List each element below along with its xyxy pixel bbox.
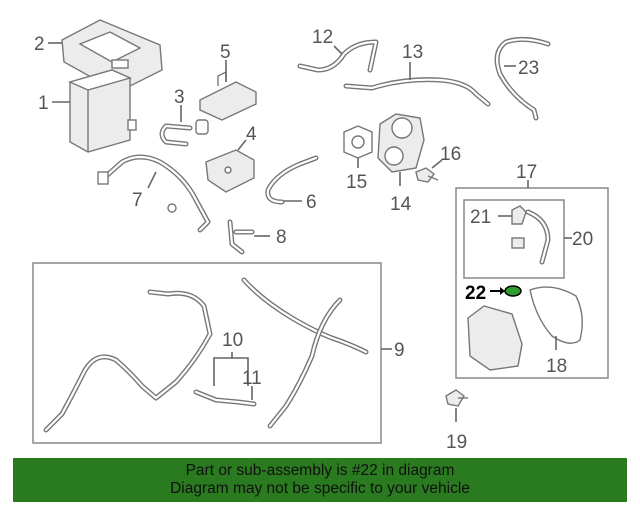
callout-21: 21 bbox=[470, 207, 491, 228]
part-3-hose: 3 bbox=[159, 87, 209, 147]
callout-1: 1 bbox=[38, 93, 49, 114]
part-2-bracket-plate: 2 bbox=[34, 19, 163, 93]
callout-6: 6 bbox=[306, 192, 317, 213]
callout-12: 12 bbox=[312, 27, 333, 48]
callout-13: 13 bbox=[402, 42, 423, 63]
assembly-9-box: 9 10 11 bbox=[32, 262, 405, 444]
part-22-seal: 22 bbox=[465, 283, 522, 304]
callout-17: 17 bbox=[516, 162, 537, 183]
callout-10: 10 bbox=[222, 330, 243, 351]
callout-15: 15 bbox=[346, 172, 367, 193]
callout-22: 22 bbox=[465, 283, 486, 304]
part-18-cover: 18 bbox=[467, 286, 583, 377]
part-16-bolt: 16 bbox=[415, 144, 461, 183]
part-4-bracket: 4 bbox=[205, 124, 257, 193]
part-12-hose: 12 bbox=[297, 27, 379, 73]
highlighted-part-22 bbox=[504, 285, 522, 297]
part-5-bracket: 5 bbox=[199, 42, 257, 121]
callout-23: 23 bbox=[518, 58, 539, 79]
part-13-tube: 13 bbox=[343, 42, 491, 107]
banner-line-1: Part or sub-assembly is #22 in diagram bbox=[185, 462, 455, 479]
callout-18: 18 bbox=[546, 356, 567, 377]
part-23-hose: 23 bbox=[494, 36, 551, 121]
parts-diagram: 2 1 3 5 4 7 bbox=[32, 19, 609, 453]
banner-line-2: Diagram may not be specific to your vehi… bbox=[170, 480, 470, 497]
callout-11: 11 bbox=[242, 368, 262, 389]
part-8-hose: 8 bbox=[227, 219, 287, 255]
part-7-hose: 7 bbox=[97, 154, 211, 233]
callout-9: 9 bbox=[394, 340, 405, 361]
callout-7: 7 bbox=[132, 190, 143, 211]
notice-banner: Part or sub-assembly is #22 in diagram D… bbox=[13, 458, 627, 502]
callout-4: 4 bbox=[246, 124, 257, 145]
part-6-hose: 6 bbox=[265, 155, 319, 213]
part-14-valve: 14 bbox=[377, 113, 425, 215]
callout-8: 8 bbox=[276, 227, 287, 248]
callout-5: 5 bbox=[220, 42, 231, 63]
assembly-20-box: 20 bbox=[463, 199, 593, 279]
assembly-17-box: 17 bbox=[455, 162, 609, 379]
callout-3: 3 bbox=[174, 87, 185, 108]
callout-2: 2 bbox=[34, 34, 45, 55]
part-15-gasket: 15 bbox=[343, 125, 373, 193]
part-19-bolt: 19 bbox=[445, 389, 468, 453]
part-1-canister: 1 bbox=[38, 69, 137, 153]
callout-19: 19 bbox=[446, 432, 467, 453]
callout-14: 14 bbox=[390, 194, 412, 215]
part-21-fitting: 21 bbox=[470, 205, 551, 265]
callout-20: 20 bbox=[572, 229, 593, 250]
callout-16: 16 bbox=[440, 144, 461, 165]
